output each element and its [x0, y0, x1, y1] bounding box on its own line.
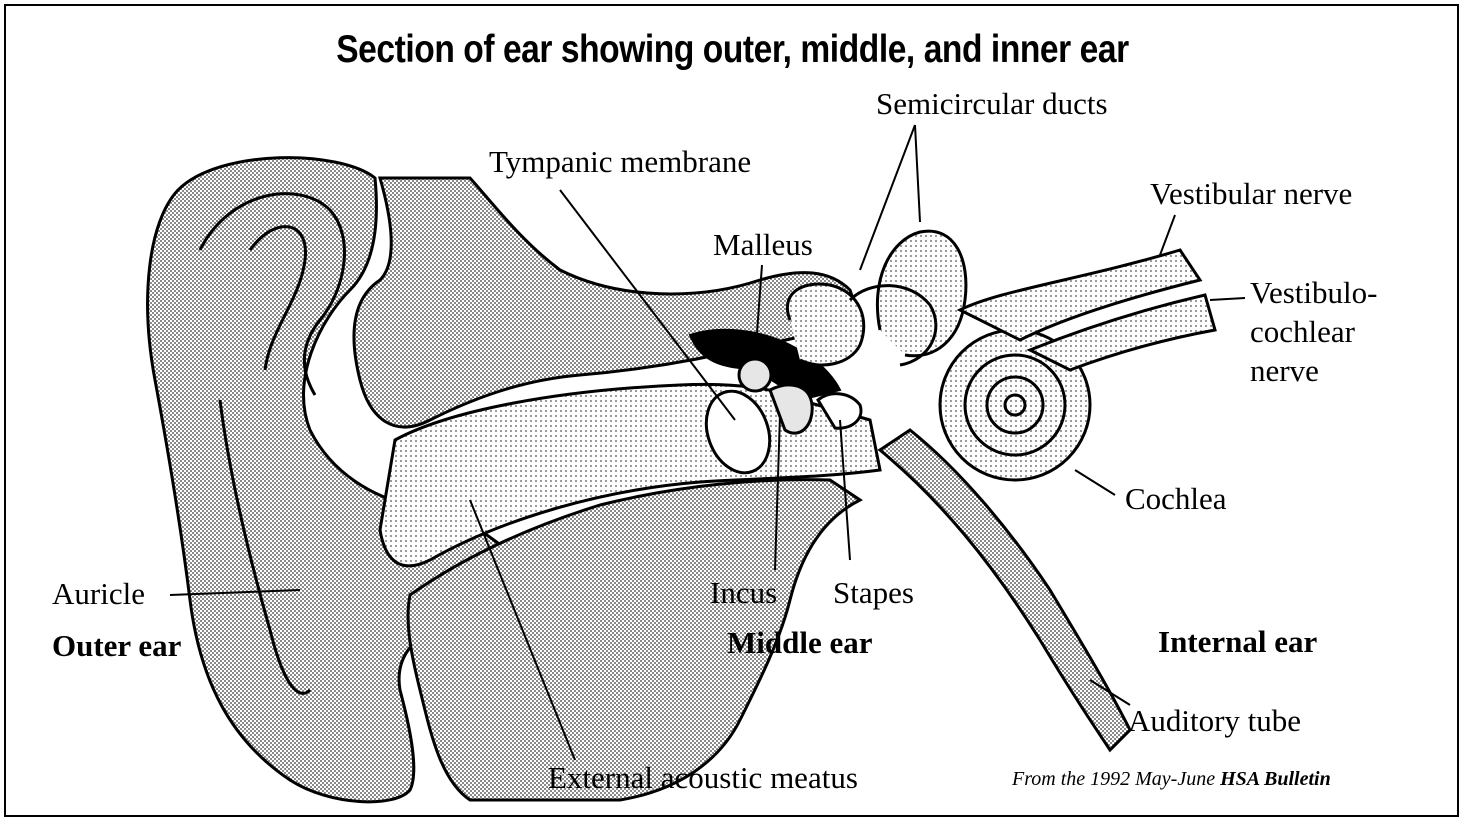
diagram-title: Section of ear showing outer, middle, an…	[103, 28, 1363, 72]
label-auricle: Auricle	[52, 578, 145, 609]
leader-semicircular-b	[915, 125, 920, 222]
source-credit: From the 1992 May-June HSA Bulletin	[1012, 768, 1331, 791]
label-external-acoustic-meatus: External acoustic meatus	[548, 762, 858, 793]
label-vestibular-nerve: Vestibular nerve	[1150, 178, 1352, 209]
label-stapes: Stapes	[833, 577, 914, 608]
credit-source: HSA Bulletin	[1220, 768, 1331, 790]
label-malleus: Malleus	[713, 229, 813, 260]
label-vestibulocochlear-2: cochlear	[1250, 316, 1355, 347]
label-tympanic-membrane: Tympanic membrane	[489, 146, 751, 177]
label-vestibulocochlear-1: Vestibulo-	[1250, 277, 1377, 308]
label-internal-ear: Internal ear	[1158, 626, 1317, 657]
label-semicircular-ducts: Semicircular ducts	[876, 88, 1108, 119]
label-cochlea: Cochlea	[1125, 483, 1227, 514]
label-outer-ear: Outer ear	[52, 630, 181, 661]
leader-cochlea	[1075, 470, 1115, 495]
semicircular-duct-2	[877, 231, 966, 356]
malleus-head	[739, 359, 771, 391]
leader-vestibular	[1160, 215, 1175, 255]
label-vestibulocochlear-3: nerve	[1250, 355, 1319, 386]
label-auditory-tube: Auditory tube	[1128, 705, 1301, 736]
credit-prefix: From the 1992 May-June	[1012, 768, 1220, 790]
label-incus: Incus	[710, 577, 777, 608]
label-middle-ear: Middle ear	[727, 627, 873, 658]
leader-vestibulocochlear	[1210, 298, 1245, 300]
